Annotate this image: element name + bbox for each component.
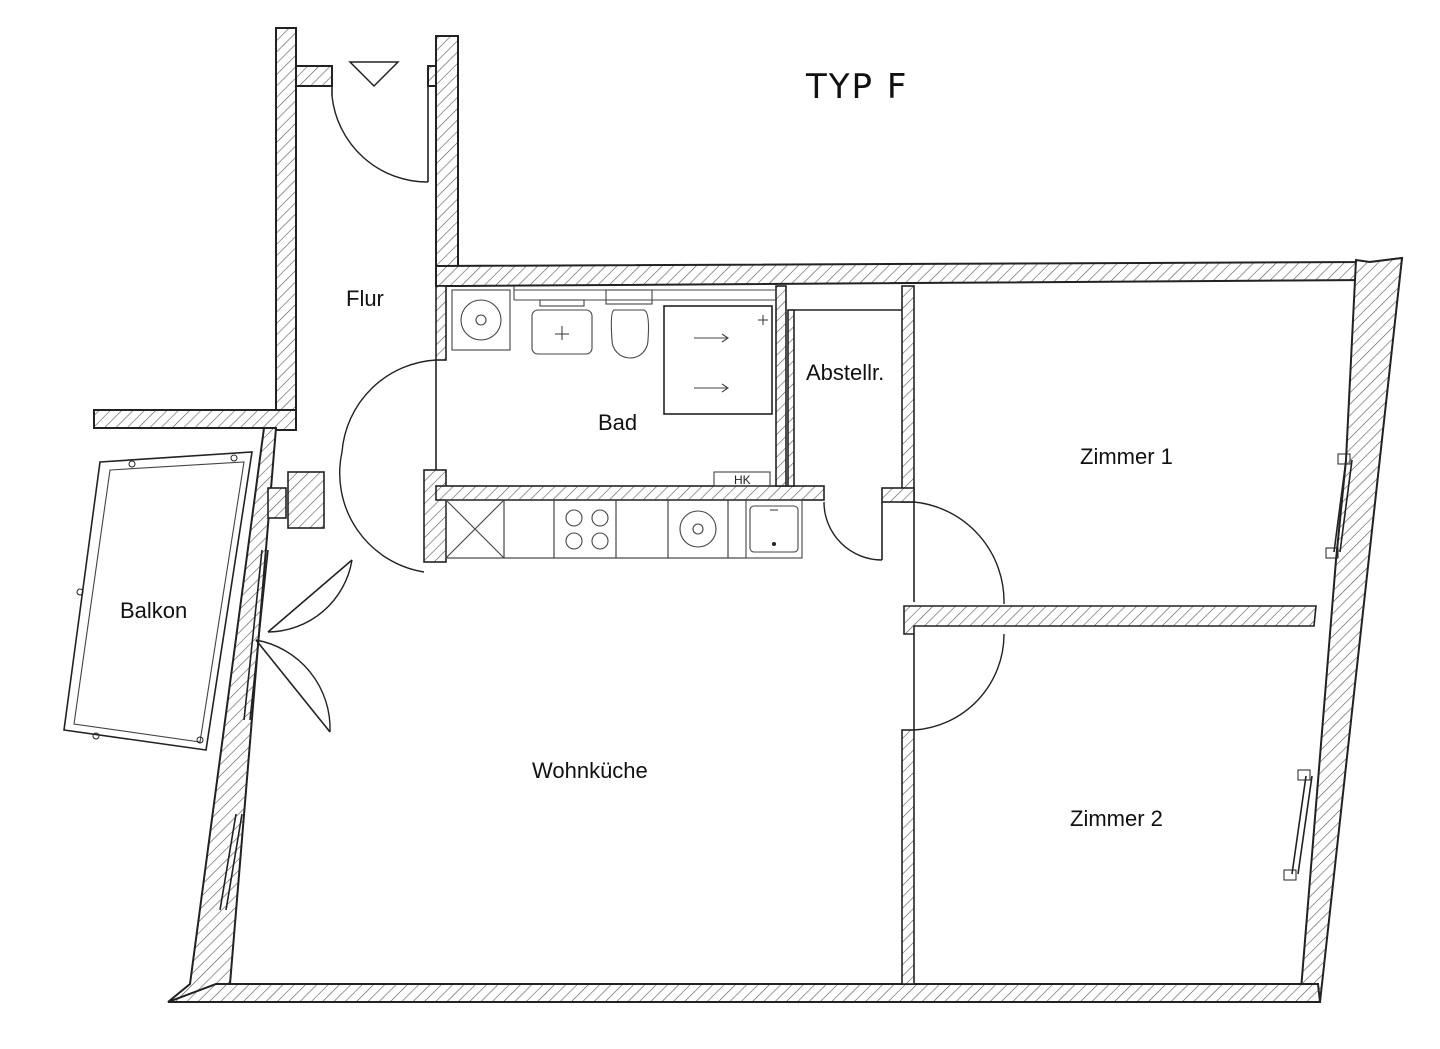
balcony-doors	[255, 559, 353, 733]
washing-machine-icon	[451, 289, 511, 351]
plan-title: TYP F	[805, 67, 908, 107]
radiator-label: HK	[734, 473, 751, 487]
room-label-bad: Bad	[598, 410, 637, 435]
shower-icon	[663, 305, 773, 415]
entrance-door	[331, 61, 429, 183]
toilet-icon	[605, 289, 653, 305]
room-label-zimmer2: Zimmer 2	[1070, 806, 1163, 831]
kitchen-counter	[445, 499, 803, 559]
interior-walls	[267, 285, 1317, 985]
flur-walls	[93, 27, 459, 431]
entrance-arrow-icon	[348, 61, 400, 88]
sink-icon	[531, 309, 593, 355]
interior-doors	[339, 359, 1005, 731]
room-label-wohnkueche: Wohnküche	[532, 758, 648, 783]
dishwasher-icon	[667, 499, 729, 559]
room-labels: Flur Bad Abstellr. Zimmer 1 Balkon Wohnk…	[120, 286, 1173, 831]
room-label-abstellraum: Abstellr.	[806, 360, 884, 385]
right-windows	[1283, 453, 1353, 881]
room-label-flur: Flur	[346, 286, 384, 311]
room-label-balkon: Balkon	[120, 598, 187, 623]
stove-icon	[553, 499, 617, 559]
radiator-icon	[713, 471, 771, 487]
left-windows	[219, 549, 269, 911]
bathroom-fixtures: HK	[451, 286, 776, 487]
exterior-walls	[167, 256, 1404, 1003]
balcony	[63, 451, 253, 751]
room-label-zimmer1: Zimmer 1	[1080, 444, 1173, 469]
kitchen-sink-icon	[749, 505, 799, 553]
